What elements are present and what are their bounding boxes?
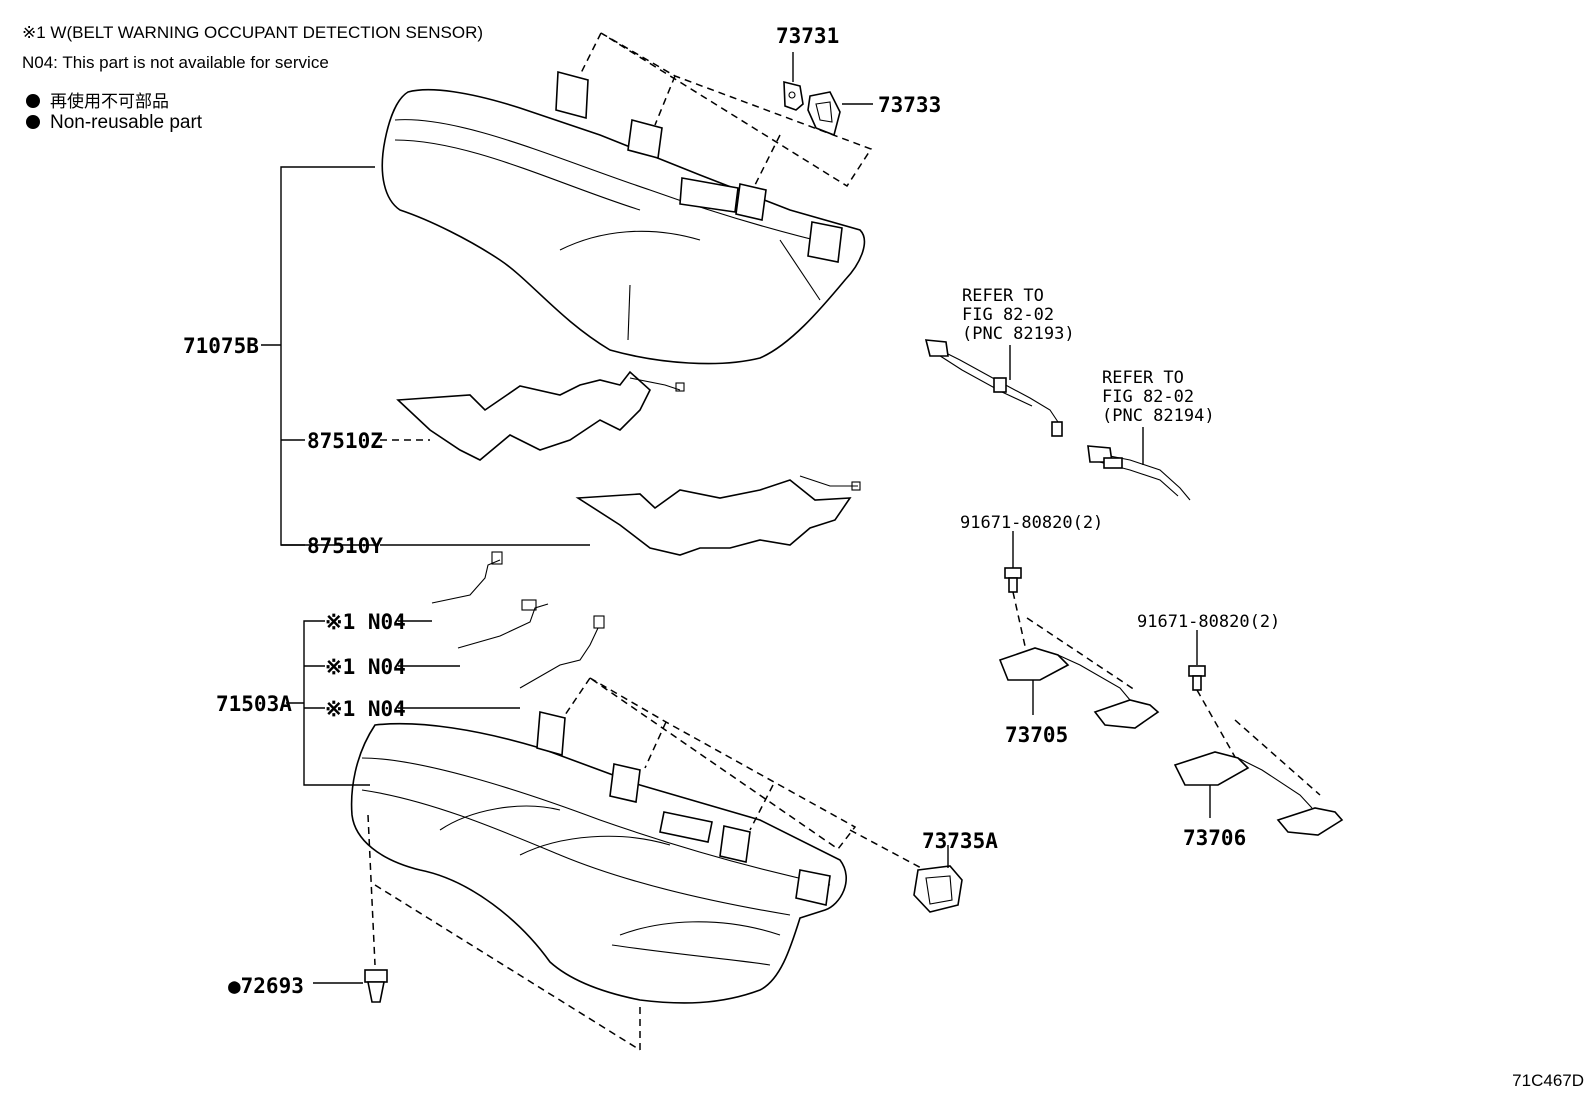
seat-back-cover[interactable] <box>381 70 866 365</box>
seat-heater-87510z[interactable] <box>396 370 685 461</box>
legend-en: Non-reusable part <box>26 112 202 134</box>
seat-cushion-cover[interactable] <box>350 711 847 1004</box>
label-87510y: 87510Y <box>307 534 383 558</box>
part-73731-bracket[interactable] <box>783 80 804 111</box>
occupant-sensor-3[interactable] <box>519 615 605 689</box>
bolt-1-icon[interactable] <box>1004 567 1022 593</box>
legend-jp: 再使用不可部品 <box>26 87 169 112</box>
label-73735a: 73735A <box>922 829 998 853</box>
wire-harness-82193[interactable] <box>924 339 1063 437</box>
bolt-2-icon[interactable] <box>1188 665 1206 691</box>
label-n04-2: ※1 N04 <box>325 655 406 679</box>
non-reusable-bullet-icon <box>26 115 40 129</box>
part-73735a-cover[interactable] <box>913 865 963 913</box>
label-71075b: 71075B <box>183 334 259 358</box>
ref2-line1: REFER TO <box>1102 368 1184 388</box>
legend-en-text: Non-reusable part <box>50 112 203 133</box>
ref1-line1: REFER TO <box>962 286 1044 306</box>
ref1-line3: (PNC 82193) <box>962 324 1075 344</box>
part-73705-bracket[interactable] <box>998 647 1160 729</box>
non-reusable-bullet-icon <box>26 94 40 108</box>
label-73731: 73731 <box>776 24 839 48</box>
seat-heater-87510y[interactable] <box>575 475 861 556</box>
sensor-note: ※1 W(BELT WARNING OCCUPANT DETECTION SEN… <box>22 23 484 42</box>
part-73733-cover[interactable] <box>807 91 841 137</box>
legend-jp-text: 再使用不可部品 <box>50 92 169 111</box>
n04-note: N04: This part is not available for serv… <box>22 53 329 72</box>
occupant-sensor-1[interactable] <box>431 551 503 604</box>
label-bolt-2: 91671-80820(2) <box>1137 612 1280 632</box>
figure-code: 71C467D <box>1512 1071 1584 1090</box>
label-73705: 73705 <box>1005 723 1068 747</box>
ref2-line3: (PNC 82194) <box>1102 406 1215 426</box>
label-n04-3: ※1 N04 <box>325 697 406 721</box>
part-73706-bracket[interactable] <box>1173 751 1344 836</box>
label-n04-1: ※1 N04 <box>325 610 406 634</box>
label-bolt-1: 91671-80820(2) <box>960 513 1103 533</box>
label-71503a: 71503A <box>216 692 292 716</box>
label-73733: 73733 <box>878 93 941 117</box>
label-73706: 73706 <box>1183 826 1246 850</box>
ref2-line2: FIG 82-02 <box>1102 387 1194 407</box>
ref1-line2: FIG 82-02 <box>962 305 1054 325</box>
part-72693-clip[interactable] <box>364 969 388 1003</box>
wire-harness-82194[interactable] <box>1087 445 1191 501</box>
occupant-sensor-2[interactable] <box>457 599 549 649</box>
label-87510z: 87510Z <box>307 429 383 453</box>
label-72693: ●72693 <box>228 974 304 998</box>
